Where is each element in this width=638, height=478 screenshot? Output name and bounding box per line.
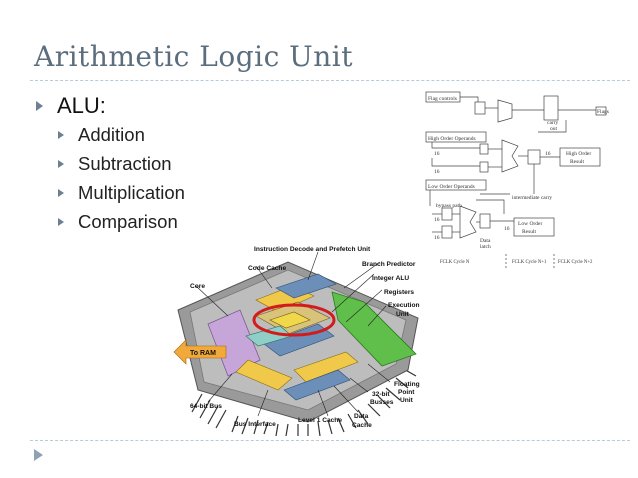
to-ram-label: To RAM bbox=[190, 350, 216, 357]
sub-bullet-text: Multiplication bbox=[78, 181, 185, 203]
bullet-triangle-icon bbox=[58, 188, 64, 197]
data-latch-label-1: Data bbox=[480, 238, 491, 244]
flag-controls-label: Flag controls bbox=[428, 96, 457, 102]
cycle-label: FCLK Cycle N bbox=[440, 260, 470, 265]
sub-bullet-text: Subtraction bbox=[78, 152, 172, 174]
bus-64bit-label: 64-bit Bus bbox=[190, 403, 222, 410]
data-cache-label-1: Data bbox=[354, 413, 369, 420]
sub-bullet-multiplication: Multiplication bbox=[58, 178, 185, 207]
low-order-result-label-2: Result bbox=[522, 229, 537, 235]
sub-bullet-text: Comparison bbox=[78, 210, 178, 232]
carry-out-label-2: out bbox=[550, 126, 558, 132]
slide-title: Arithmetic Logic Unit bbox=[34, 40, 354, 73]
carry-out-label-1: carry bbox=[547, 120, 559, 126]
registers-label: Registers bbox=[384, 289, 414, 296]
core-label: Core bbox=[190, 283, 205, 290]
bus-32bit-label-2: Busses bbox=[370, 399, 394, 406]
bus-width-16-label: 16 bbox=[434, 151, 440, 157]
high-order-operands-label: High Order Operands bbox=[428, 136, 476, 142]
intermediate-carry-label: intermediate carry bbox=[512, 195, 552, 201]
floating-point-label-3: Unit bbox=[400, 397, 414, 404]
low-order-result-label-1: Low Order bbox=[518, 221, 542, 227]
cycle-label: FCLK Cycle N+2 bbox=[558, 260, 593, 265]
bullet-triangle-icon bbox=[58, 130, 64, 139]
bus-32bit-label-1: 32-bit bbox=[372, 391, 390, 398]
sub-bullet-addition: Addition bbox=[58, 120, 185, 149]
cycle-label: FCLK Cycle N+1 bbox=[512, 260, 547, 265]
title-divider bbox=[30, 80, 630, 81]
sub-bullet-subtraction: Subtraction bbox=[58, 149, 185, 178]
bullet-list: ALU: Addition Subtraction Multiplication… bbox=[36, 92, 185, 236]
instruction-decode-label: Instruction Decode and Prefetch Unit bbox=[254, 246, 371, 253]
to-ram-arrow-icon bbox=[173, 339, 227, 365]
footer-divider bbox=[30, 440, 630, 441]
bullet-triangle-icon bbox=[58, 159, 64, 168]
bypass-path-label: bypass path bbox=[436, 203, 462, 209]
bus-interface-label: Bus Interface bbox=[234, 421, 276, 428]
integer-alu-label: Integer ALU bbox=[372, 275, 409, 282]
sub-bullet-text: Addition bbox=[78, 123, 145, 145]
bullet-triangle-icon bbox=[36, 101, 43, 111]
slide-corner-triangle-icon bbox=[34, 449, 43, 461]
bullet-triangle-icon bbox=[58, 217, 64, 226]
low-order-operands-label: Low Order Operands bbox=[428, 184, 475, 190]
data-cache-label-2: Cache bbox=[352, 422, 372, 429]
bus-width-16-label: 16 bbox=[434, 169, 440, 175]
cpu-die-illustration: Instruction Decode and Prefetch Unit Bra… bbox=[173, 246, 420, 436]
floating-point-label-2: Point bbox=[398, 389, 415, 396]
bullet-alu: ALU: bbox=[36, 92, 185, 120]
integer-alu-highlight-ring bbox=[252, 303, 336, 337]
data-latch-label-2: latch bbox=[480, 244, 491, 250]
bus-width-16-label: 16 bbox=[434, 217, 440, 223]
alu-block-diagram: Flag controls Flags carry out High Order… bbox=[425, 91, 609, 270]
high-order-result-label-1: High Order bbox=[566, 151, 591, 157]
bus-width-16-label: 16 bbox=[504, 226, 510, 232]
sub-bullet-comparison: Comparison bbox=[58, 207, 185, 236]
bullet-text: ALU: bbox=[57, 93, 106, 118]
bus-width-16-label: 16 bbox=[545, 151, 551, 157]
flags-label: Flags bbox=[597, 109, 609, 115]
floating-point-label-1: Floating bbox=[394, 381, 420, 388]
execution-unit-label-2: Unit bbox=[396, 311, 410, 318]
execution-unit-label-1: Execution bbox=[388, 302, 420, 309]
level1-cache-label: Level 1 Cache bbox=[298, 417, 342, 424]
branch-predictor-label: Branch Predictor bbox=[362, 261, 416, 268]
high-order-result-label-2: Result bbox=[570, 159, 585, 165]
code-cache-label: Code Cache bbox=[248, 265, 286, 272]
bus-width-16-label: 16 bbox=[434, 235, 440, 241]
